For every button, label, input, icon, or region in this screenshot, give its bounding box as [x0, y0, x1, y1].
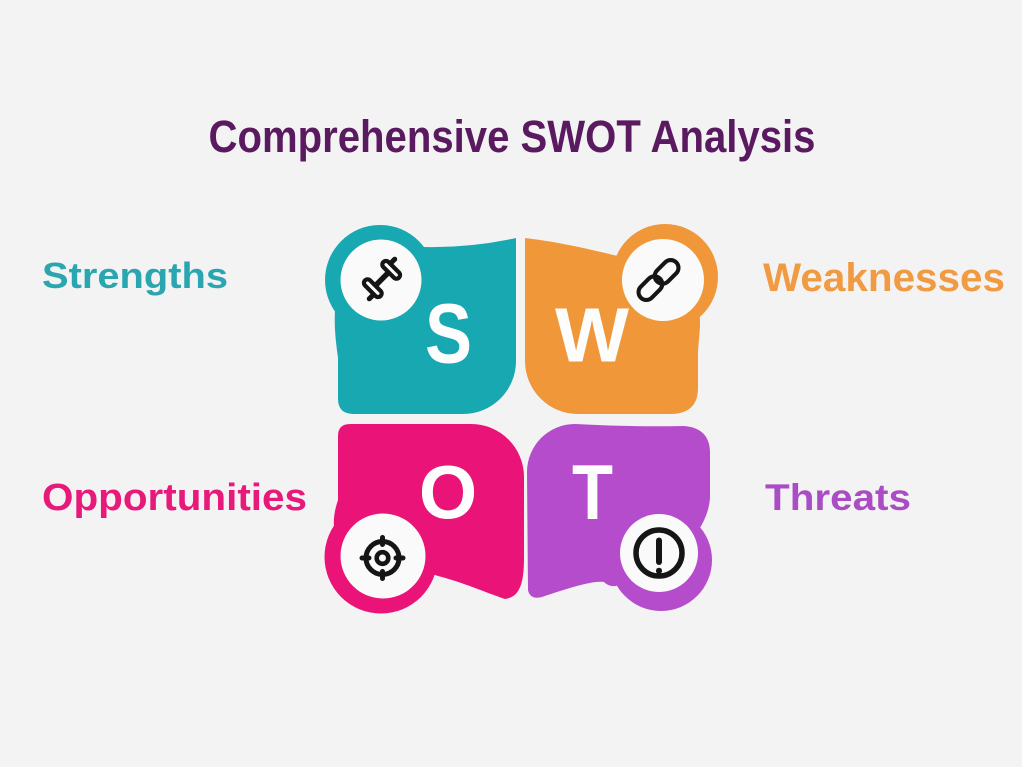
svg-text:Strengths: Strengths [42, 255, 228, 296]
svg-text:Comprehensive SWOT Analysis: Comprehensive SWOT Analysis [209, 111, 816, 162]
svg-text:T: T [572, 448, 613, 536]
svg-text:Weaknesses: Weaknesses [763, 256, 1005, 300]
svg-text:Threats: Threats [765, 477, 911, 518]
svg-text:W: W [555, 293, 629, 379]
svg-text:Opportunities: Opportunities [42, 477, 307, 519]
svg-text:O: O [419, 451, 477, 535]
svg-text:S: S [425, 287, 472, 381]
